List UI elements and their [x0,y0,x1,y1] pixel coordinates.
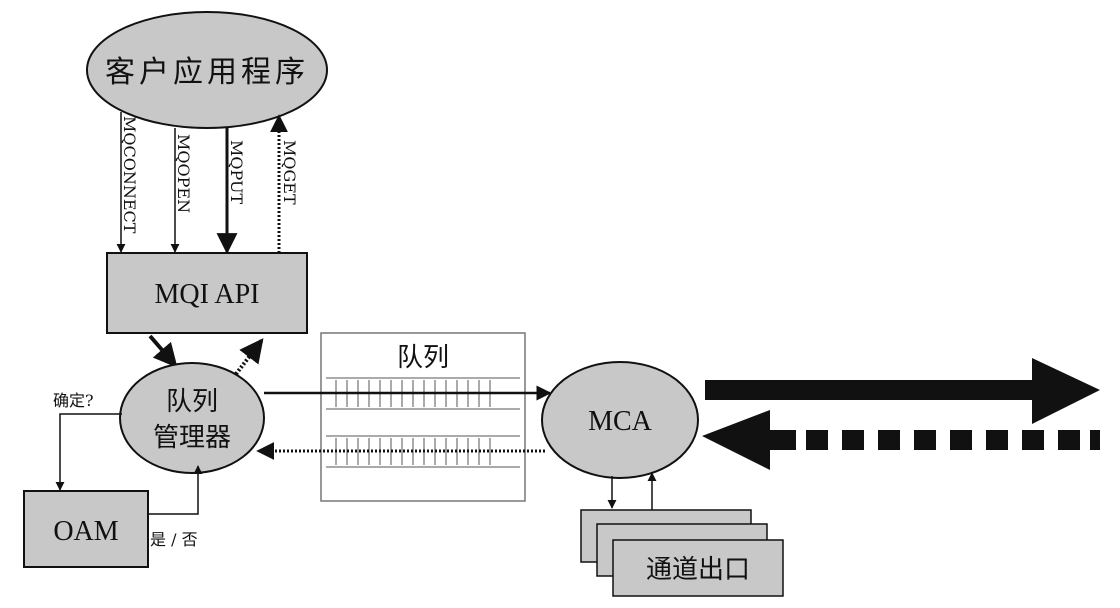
queue-label: 队列 [397,343,449,373]
api-to-qmgr-arrow [148,334,178,368]
mqopen-label: MQOPEN [174,134,193,213]
incoming-channel-arrow [702,410,1100,470]
oam-to-qmgr-arrow [148,465,203,515]
mqi-api-node: MQI API [106,252,308,334]
mqput-label: MQPUT [227,140,246,204]
mca-label: MCA [588,406,653,437]
oam-node: OAM [23,490,149,568]
queue-manager-label-1: 队列 [166,387,218,417]
mca-node: MCA [541,361,699,479]
oam-label: OAM [53,516,118,547]
channel-exit-label: 通道出口 [646,555,750,585]
client-app-label: 客户应用程序 [105,55,309,90]
queue-manager-node: 队列 管理器 [119,362,265,474]
outgoing-channel-arrow [705,358,1100,424]
qmgr-to-api-arrow [234,338,264,376]
queue-node: 队列 [320,332,526,502]
mqi-api-label: MQI API [154,279,259,310]
queue-manager-label-2: 管理器 [153,423,231,453]
mqget-label: MQGET [280,140,299,205]
api-call-arrows [116,112,288,255]
channel-exit-node: 通道出口 [580,509,784,597]
yes-no-label: 是 / 否 [150,530,198,549]
mqconnect-label: MQCONNECT [120,116,139,234]
client-app-node: 客户应用程序 [86,11,328,129]
qmgr-to-oam-arrow [55,413,122,491]
confirm-label: 确定? [53,391,94,410]
api-call-labels: MQCONNECT MQOPEN MQPUT MQGET [120,116,299,234]
